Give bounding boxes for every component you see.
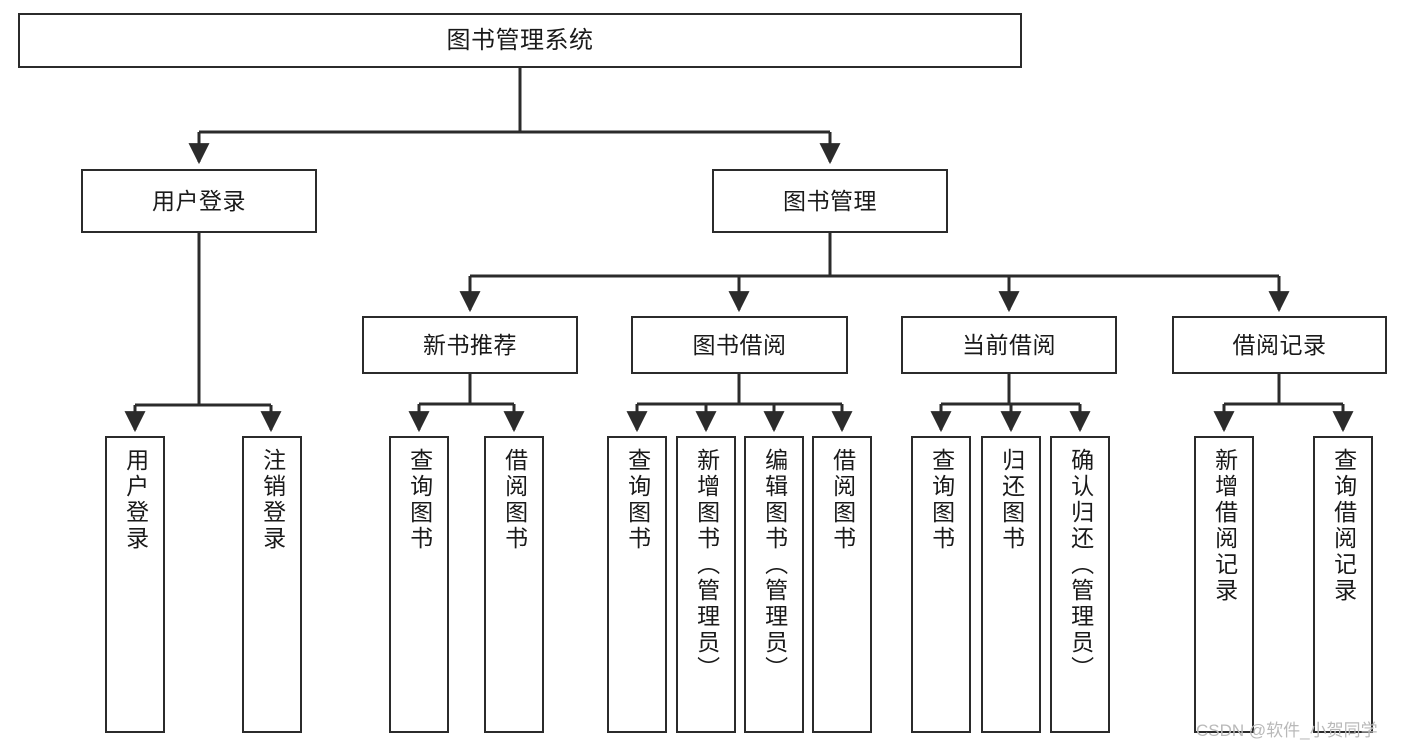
node-leaf-3[interactable]: 借阅图书 bbox=[484, 436, 544, 733]
node-level3-1-label: 图书借阅 bbox=[692, 331, 787, 358]
node-level2-0-label: 用户登录 bbox=[152, 187, 246, 214]
node-level3-0[interactable]: 新书推荐 bbox=[362, 316, 578, 374]
node-leaf-12[interactable]: 查询借阅记录 bbox=[1313, 436, 1373, 733]
node-leaf-2-label: 查询图书 bbox=[406, 448, 433, 552]
node-leaf-6[interactable]: 编辑图书（管理员） bbox=[744, 436, 804, 733]
node-leaf-7-label: 借阅图书 bbox=[829, 448, 856, 552]
node-leaf-4-label: 查询图书 bbox=[624, 448, 651, 552]
node-level3-2-label: 当前借阅 bbox=[962, 331, 1056, 358]
node-level2-1[interactable]: 图书管理 bbox=[712, 169, 948, 233]
watermark-text: CSDN @软件_小贺同学 bbox=[1196, 721, 1378, 740]
node-level3-0-label: 新书推荐 bbox=[423, 331, 517, 358]
node-leaf-4[interactable]: 查询图书 bbox=[607, 436, 667, 733]
node-level3-1[interactable]: 图书借阅 bbox=[631, 316, 848, 374]
node-root-label: 图书管理系统 bbox=[446, 26, 594, 54]
node-leaf-8[interactable]: 查询图书 bbox=[911, 436, 971, 733]
node-leaf-2[interactable]: 查询图书 bbox=[389, 436, 449, 733]
node-leaf-10-label: 确认归还（管理员） bbox=[1067, 448, 1094, 682]
node-leaf-9[interactable]: 归还图书 bbox=[981, 436, 1041, 733]
node-leaf-3-label: 借阅图书 bbox=[501, 448, 528, 552]
node-leaf-7[interactable]: 借阅图书 bbox=[812, 436, 872, 733]
node-leaf-1-label: 注销登录 bbox=[259, 448, 286, 552]
node-leaf-6-label: 编辑图书（管理员） bbox=[761, 448, 788, 682]
node-leaf-5-label: 新增图书（管理员） bbox=[693, 448, 720, 682]
node-leaf-10[interactable]: 确认归还（管理员） bbox=[1050, 436, 1110, 733]
node-leaf-8-label: 查询图书 bbox=[928, 448, 955, 552]
node-level2-1-label: 图书管理 bbox=[783, 187, 877, 214]
node-leaf-1[interactable]: 注销登录 bbox=[242, 436, 302, 733]
node-root[interactable]: 图书管理系统 bbox=[18, 13, 1022, 68]
node-level3-3[interactable]: 借阅记录 bbox=[1172, 316, 1387, 374]
node-level3-3-label: 借阅记录 bbox=[1232, 331, 1327, 358]
node-leaf-12-label: 查询借阅记录 bbox=[1330, 448, 1357, 604]
node-leaf-5[interactable]: 新增图书（管理员） bbox=[676, 436, 736, 733]
node-level3-2[interactable]: 当前借阅 bbox=[901, 316, 1117, 374]
node-leaf-11-label: 新增借阅记录 bbox=[1211, 448, 1238, 604]
node-leaf-0[interactable]: 用户登录 bbox=[105, 436, 165, 733]
node-leaf-9-label: 归还图书 bbox=[998, 448, 1025, 552]
node-leaf-11[interactable]: 新增借阅记录 bbox=[1194, 436, 1254, 733]
node-leaf-0-label: 用户登录 bbox=[122, 448, 149, 552]
node-level2-0[interactable]: 用户登录 bbox=[81, 169, 317, 233]
